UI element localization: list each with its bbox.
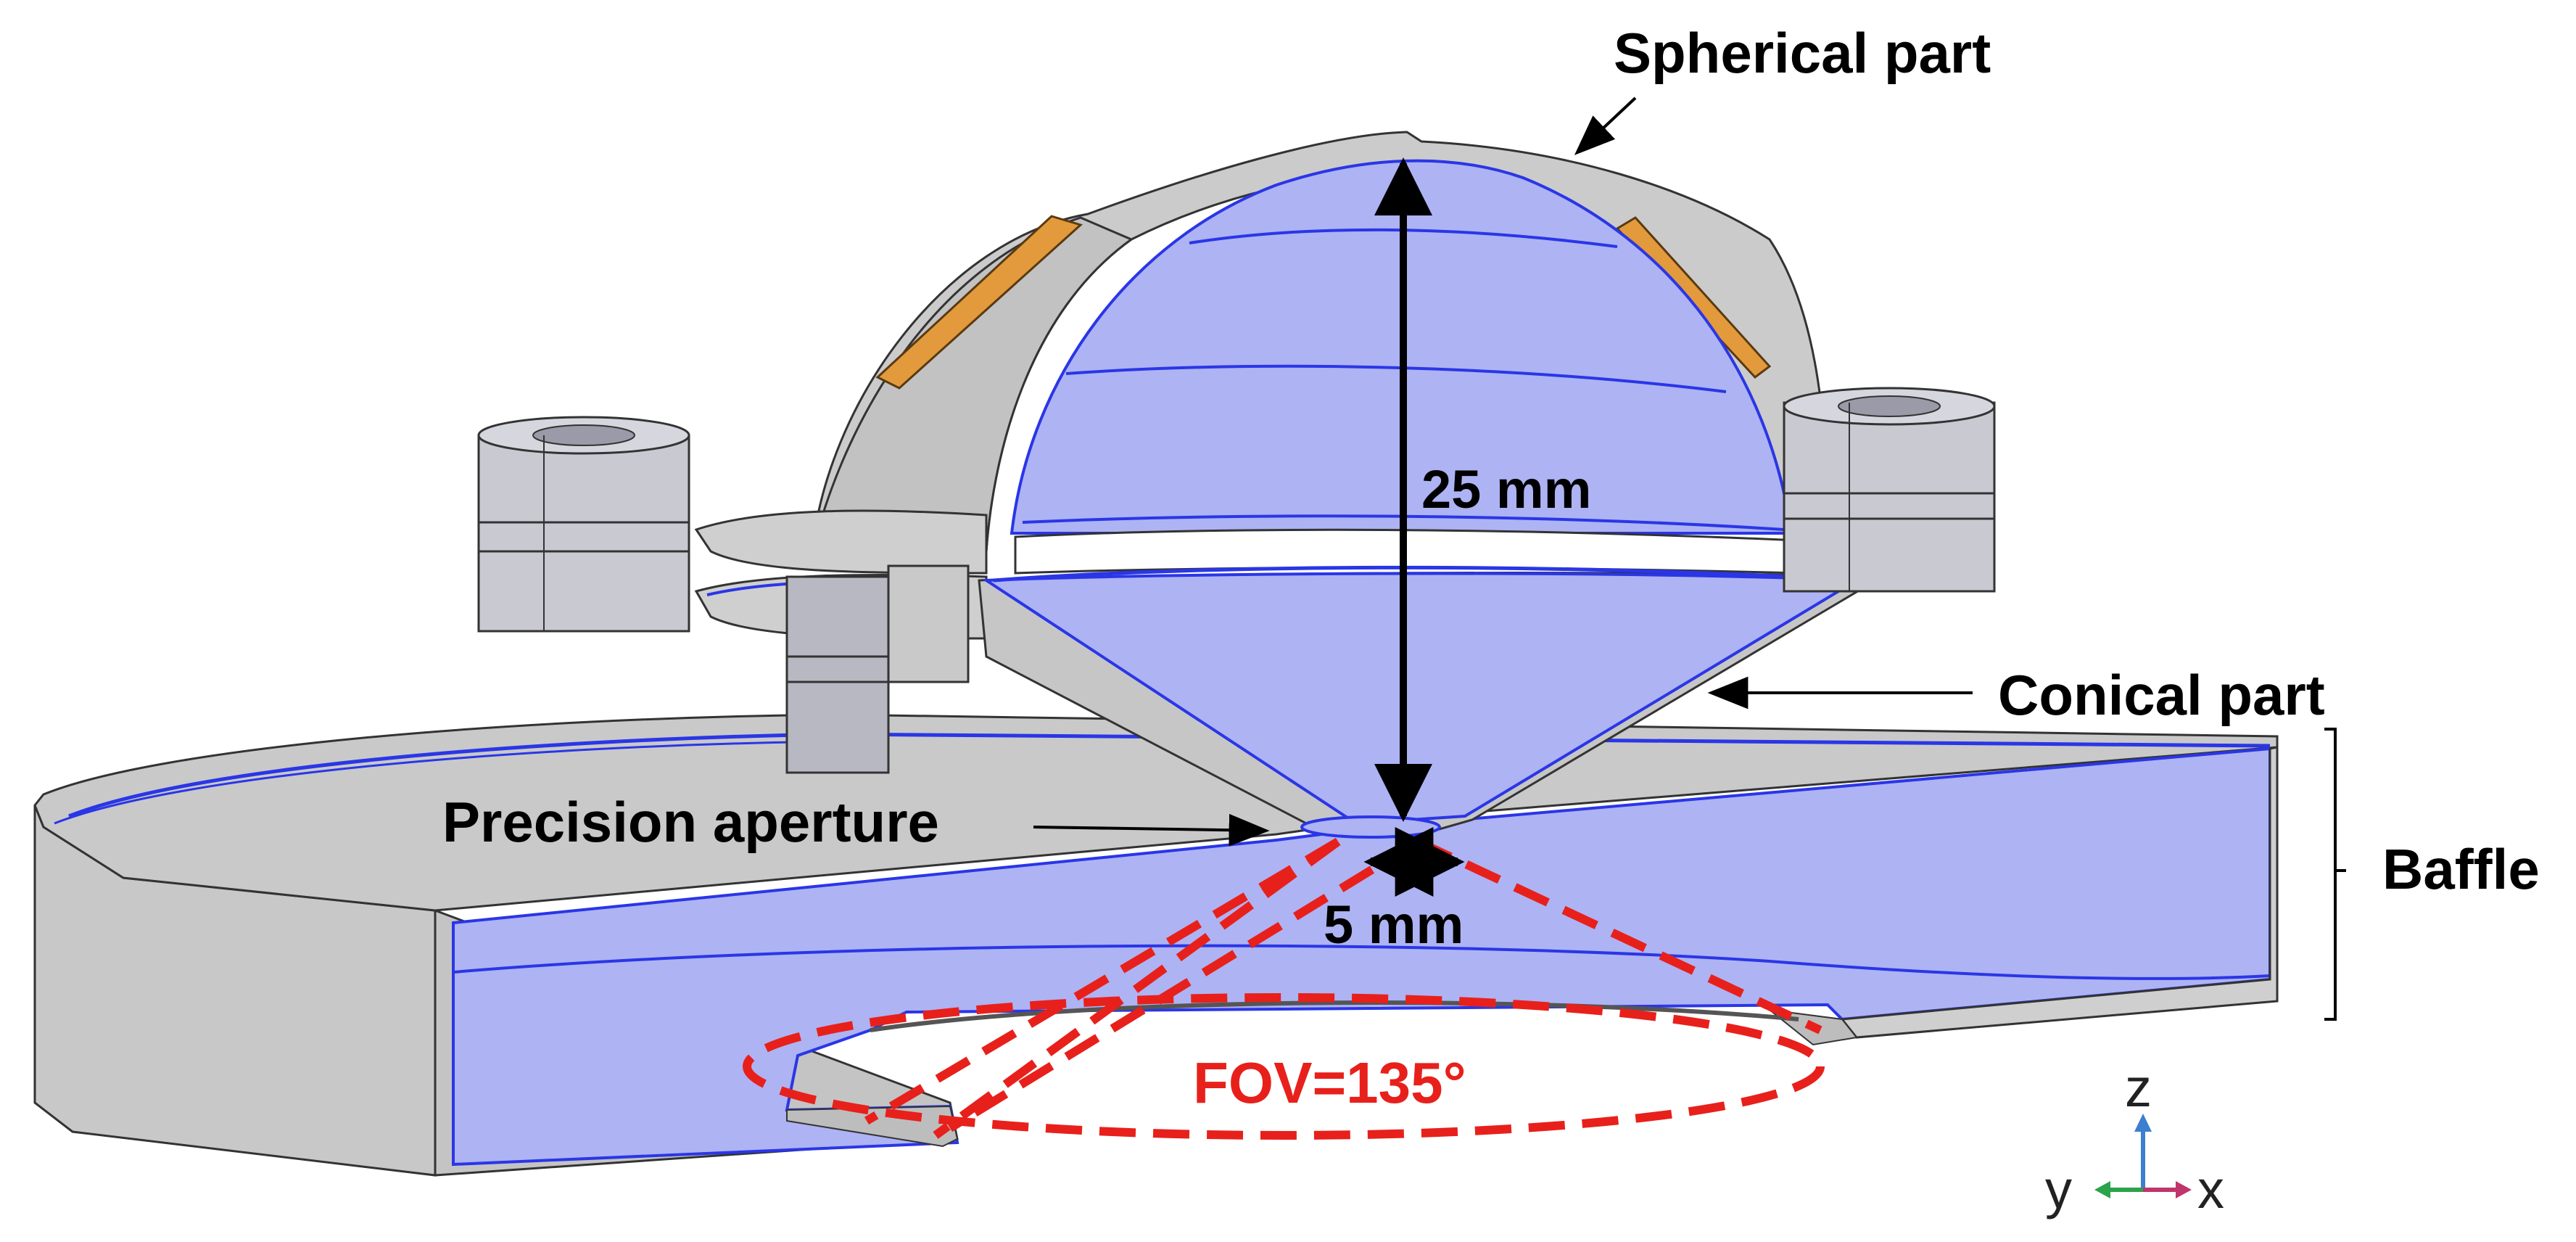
label-aperture-5mm: 5 mm [1324, 895, 1464, 955]
label-spherical-part: Spherical part [1614, 21, 1991, 85]
label-height-25mm: 25 mm [1421, 459, 1591, 519]
fov-cone [743, 837, 1825, 1140]
baffle-bracket [2324, 728, 2346, 1021]
baffle [33, 713, 2279, 1177]
axis-y-label: y [2045, 1159, 2072, 1220]
precision-aperture-ring [1300, 815, 1441, 839]
fov-ellipse [743, 993, 1825, 1140]
callout-leaders [1033, 96, 2346, 1021]
aperture-leader [1033, 813, 1270, 847]
orange-strip-right [1615, 216, 1772, 379]
flange-ring [694, 509, 988, 575]
axis-z-label: z [2125, 1058, 2152, 1118]
support-posts [477, 387, 1996, 774]
axis-triad: z y x [2045, 1058, 2224, 1220]
label-fov: FOV=135° [1193, 1050, 1466, 1115]
label-baffle: Baffle [2382, 837, 2540, 901]
orange-strip-left [875, 215, 1083, 390]
axis-x-label: x [2197, 1159, 2224, 1220]
label-conical-part: Conical part [1998, 663, 2325, 727]
label-precision-aperture: Precision aperture [442, 790, 939, 854]
spherical-leader [1574, 96, 1637, 155]
